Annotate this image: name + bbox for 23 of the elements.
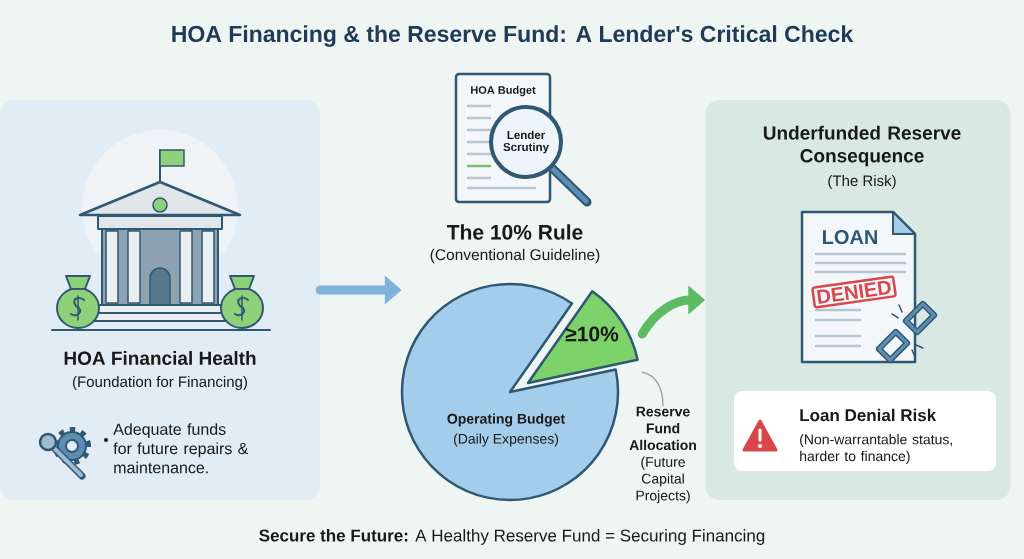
magnifier: Lender Scrutiny [489,105,592,207]
title: HOA Financing & the Reserve Fund: A Lender's Critical Check [172,25,854,47]
caption: Secure the Future: A Healthy Reserve Fund = Securing Financing [259,529,765,545]
denied-stamp: DENIED [811,275,897,309]
document-title: HOA Budget [471,85,536,97]
risk-card [734,391,996,471]
heading: Underfunded Reserve Consequence [763,125,961,167]
leader-line [641,371,664,407]
subtitle: (Foundation for Financing) [72,376,247,390]
slice-label: (Daily Expenses) [453,433,558,447]
heading: HOA Financial Health [64,351,256,365]
card-text: (Non-warrantable status, harder to finance) [800,434,952,464]
card-title: Loan Denial Risk [800,408,937,422]
loan-document [800,210,917,364]
heading: The 10% Rule [446,224,583,240]
subtitle: (The Risk) [828,175,896,189]
pie-slice [400,282,620,502]
subtitle: (Conventional Guideline) [430,248,600,264]
slice-label: Operating Budget [447,413,565,427]
bullet-text: Adequate funds for future repairs & maintenance. [113,423,249,474]
document-title: LOAN [823,229,877,245]
pie-slice: ≥10% [526,290,639,385]
callout-text: Reserve Fund Allocation (Future Capital Projects) [629,406,696,504]
